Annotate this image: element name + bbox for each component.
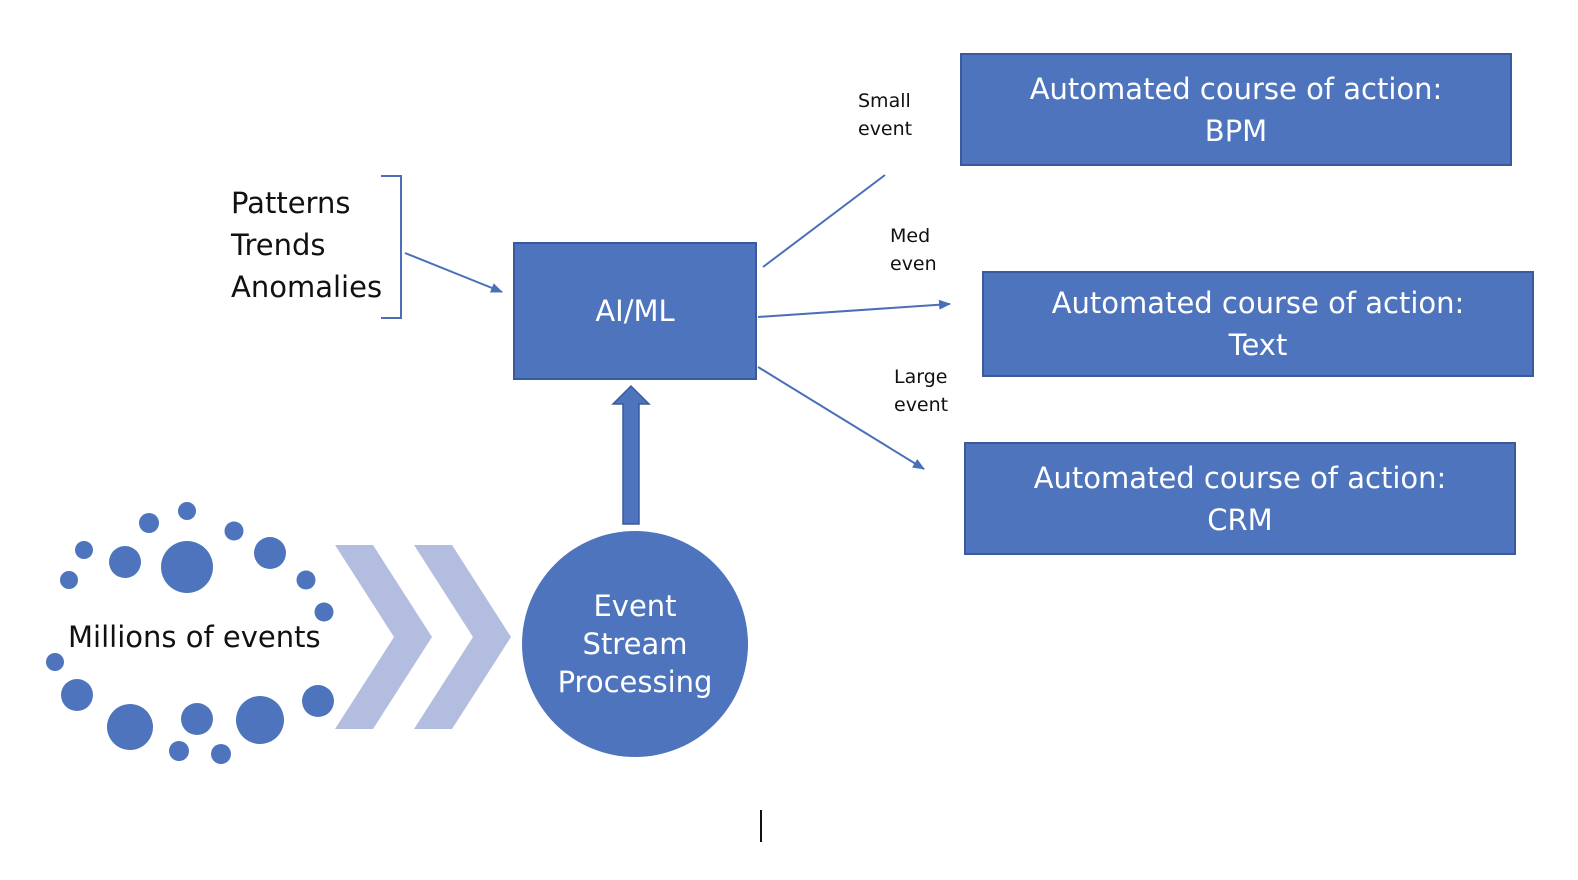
event-dot xyxy=(178,502,196,520)
small-event-connector xyxy=(762,174,886,268)
text-cursor xyxy=(760,810,762,842)
event-stream-processing-node: Event Stream Processing xyxy=(522,531,748,757)
action-box-text: Automated course of action: Text xyxy=(982,271,1534,377)
ai-ml-label: AI/ML xyxy=(595,294,675,328)
event-dot xyxy=(139,513,159,533)
event-dot xyxy=(107,704,153,750)
event-dot xyxy=(46,653,64,671)
inputs-bracket xyxy=(381,175,402,319)
action-box-text-target: Text xyxy=(1228,328,1288,362)
input-patterns: Patterns xyxy=(231,186,351,220)
chevron-2-icon xyxy=(414,545,511,729)
event-dot xyxy=(75,541,93,559)
event-dot xyxy=(224,521,244,541)
esp-line-3: Processing xyxy=(557,665,713,699)
event-dot xyxy=(296,570,316,590)
inputs-list: Patterns Trends Anomalies xyxy=(231,182,382,308)
action-box-crm: Automated course of action: CRM xyxy=(964,442,1516,555)
small-event-label: Small event xyxy=(858,87,912,143)
millions-of-events-label: Millions of events xyxy=(68,620,321,654)
event-dot xyxy=(236,696,284,744)
event-dot xyxy=(60,571,78,589)
event-dot xyxy=(211,744,231,764)
event-dot xyxy=(314,602,334,622)
med-event-arrow xyxy=(757,299,951,318)
event-dots xyxy=(46,502,334,764)
small-event-label-line1: Small xyxy=(858,90,911,112)
chevron-1-icon xyxy=(335,545,432,729)
esp-to-aiml-arrow xyxy=(611,384,651,525)
action-box-bpm-title: Automated course of action: xyxy=(1029,71,1443,106)
med-event-label-line2: even xyxy=(890,253,937,275)
esp-line-1: Event xyxy=(593,589,677,623)
large-event-arrow xyxy=(757,366,925,470)
esp-line-2: Stream xyxy=(582,627,688,661)
input-anomalies: Anomalies xyxy=(231,270,383,304)
action-box-crm-title: Automated course of action: xyxy=(1033,460,1447,495)
inputs-to-aiml-arrow xyxy=(404,252,503,293)
event-dot xyxy=(169,741,189,761)
event-dot xyxy=(161,541,213,593)
small-event-label-line2: event xyxy=(858,118,913,140)
action-box-crm-target: CRM xyxy=(1207,502,1273,537)
event-dot xyxy=(109,546,141,578)
event-dot xyxy=(302,685,334,717)
action-box-bpm: Automated course of action: BPM xyxy=(960,53,1512,166)
action-box-bpm-target: BPM xyxy=(1204,113,1268,148)
event-dot xyxy=(61,679,93,711)
input-trends: Trends xyxy=(231,228,326,262)
ai-ml-node: AI/ML xyxy=(513,242,757,380)
event-dot xyxy=(181,703,213,735)
large-event-label-line1: Large xyxy=(894,366,948,388)
event-dot xyxy=(254,537,286,569)
med-event-label: Med even xyxy=(890,222,937,278)
large-event-label: Large event xyxy=(894,363,948,419)
large-event-label-line2: event xyxy=(894,394,949,416)
action-box-text-title: Automated course of action: xyxy=(1051,286,1465,320)
med-event-label-line1: Med xyxy=(890,225,931,247)
